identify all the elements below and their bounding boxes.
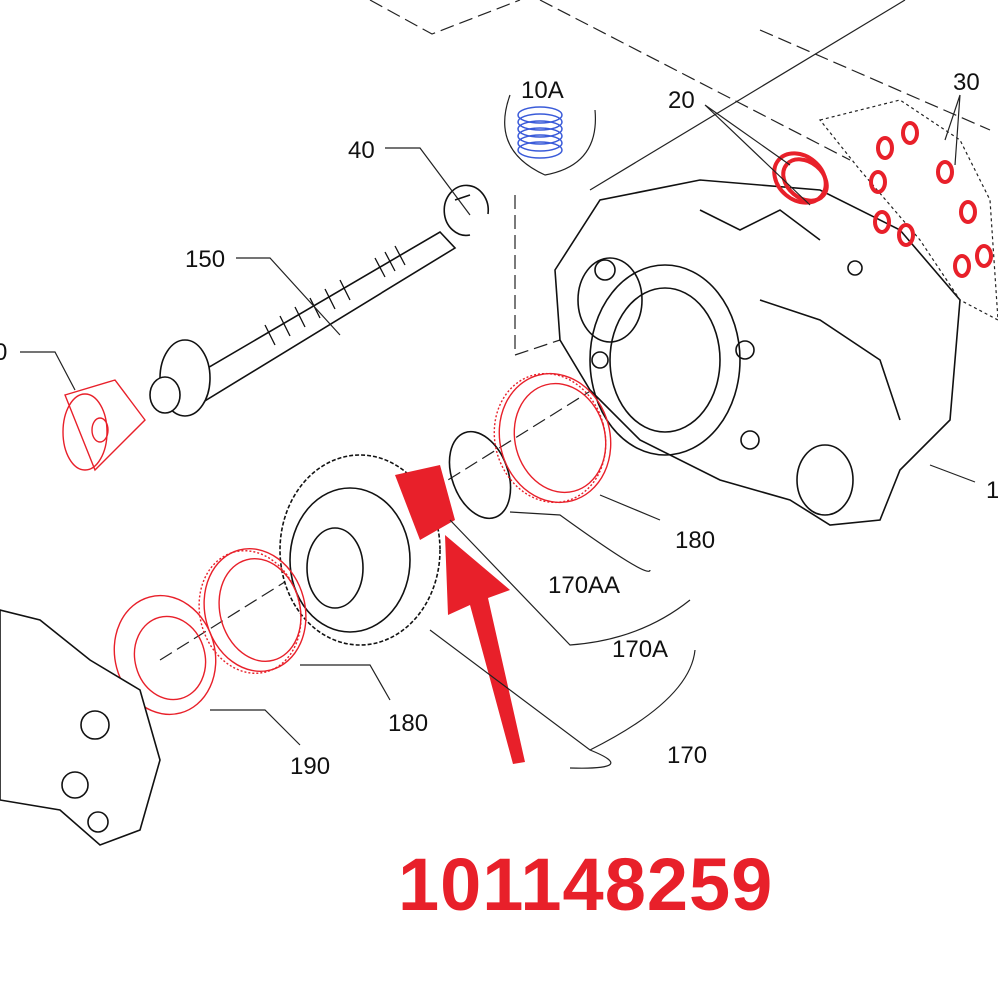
callout-1-partial: 1 <box>986 477 998 504</box>
lower-housing <box>0 609 161 846</box>
needle-bearing-180-lower <box>198 548 307 674</box>
callout-190: 190 <box>290 753 330 780</box>
thrust-washer-190 <box>113 594 217 716</box>
callout-10a: 10A <box>521 77 564 104</box>
callout-30: 30 <box>953 69 980 96</box>
o-ring-20 <box>772 151 829 205</box>
callout-160-partial: 0 <box>0 339 7 366</box>
part-number: 101148259 <box>398 843 774 926</box>
callout-180-upper: 180 <box>675 527 715 554</box>
callout-150: 150 <box>185 246 225 273</box>
needle-bearing-180-upper <box>493 372 612 504</box>
main-housing <box>554 179 961 526</box>
callout-40: 40 <box>348 137 375 164</box>
gear-170 <box>279 454 455 646</box>
pointer-arrow <box>445 535 525 764</box>
leader-lines <box>20 0 976 769</box>
callout-labels: 10A 20 30 40 150 0 1 180 170AA 170A 170 … <box>0 69 998 780</box>
callout-20: 20 <box>668 87 695 114</box>
callout-180-lower: 180 <box>388 710 428 737</box>
bearing-160 <box>62 379 146 472</box>
callout-170a: 170A <box>612 636 668 663</box>
o-rings-30 <box>869 121 993 278</box>
spring-10a-detail <box>504 94 597 176</box>
callout-170aa: 170AA <box>548 572 620 599</box>
callout-170: 170 <box>667 742 707 769</box>
shaft-150 <box>149 230 457 417</box>
gear-splines-highlight <box>395 465 455 540</box>
